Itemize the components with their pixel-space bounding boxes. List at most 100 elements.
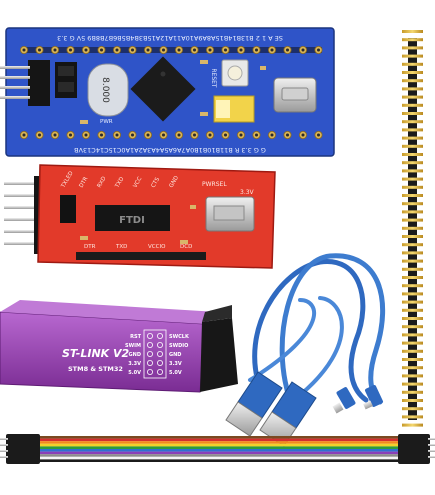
- st-link-pin-label: 3.3V: [128, 361, 141, 367]
- header-pin: [402, 325, 423, 329]
- st-link-pin-label: SWCLK: [169, 334, 190, 340]
- header-pin: [402, 46, 423, 50]
- usb-cables: [248, 253, 386, 405]
- header-pin: [402, 226, 423, 230]
- ribbon-wire: [40, 454, 398, 457]
- header-pin: [402, 284, 423, 288]
- blue-pill-top-pins: [19, 46, 323, 55]
- header-pin: [402, 407, 423, 411]
- ftdi-pin: [4, 218, 40, 221]
- header-pin: [402, 243, 423, 247]
- header-pin: [402, 79, 423, 83]
- header-pin: [402, 112, 423, 115]
- header-pin: [402, 423, 423, 427]
- header-pin: [402, 87, 423, 91]
- ftdi-left-label: TXD: [114, 176, 125, 190]
- ribbon-wire: [40, 436, 398, 439]
- header-pin: [402, 399, 423, 402]
- blue-pill-swd-header: [0, 60, 50, 106]
- ftdi-chip: FTDI: [95, 205, 170, 231]
- ftdi-pwrsel-label: PWRSEL: [202, 181, 227, 188]
- header-pin: [402, 95, 423, 99]
- ftdi-left-label: VCC: [133, 176, 144, 189]
- crystal-oscillator: 8.000: [87, 63, 129, 117]
- header-pin: [402, 194, 423, 197]
- st-link-pin: [156, 341, 163, 348]
- st-link-title: ST-LINK V2: [62, 347, 130, 360]
- header-pin: [402, 382, 423, 386]
- header-pin: [402, 54, 423, 58]
- header-pin: [402, 276, 423, 279]
- blue-pill-top-silkscreen: SE A 1 2 B13B14B15A8A9A10A11A12A15B3B4B5…: [57, 34, 283, 42]
- ftdi-pin: [4, 230, 40, 233]
- ftdi-pin: [4, 206, 40, 209]
- header-pin: [402, 30, 423, 33]
- header-pin: [402, 103, 423, 107]
- st-link-pin: [146, 359, 153, 366]
- power-led-block: PWR: [100, 95, 255, 125]
- st-link-pin: [156, 350, 163, 357]
- ftdi-bottom-label: VCCIO: [148, 244, 166, 250]
- blue-pill-bottom-pins: [19, 130, 323, 139]
- ftdi-bottom-label: TXD: [115, 244, 127, 250]
- st-link-pin-label: SWIM: [125, 343, 141, 349]
- ftdi-pin: [4, 182, 40, 185]
- ftdi-pin: [4, 242, 40, 245]
- header-pin: [402, 144, 423, 148]
- header-pin: [402, 308, 423, 312]
- header-pin: [402, 169, 423, 173]
- ribbon-wire: [40, 459, 398, 462]
- blue-pill-board: SE A 1 2 B13B14B15A8A9A10A11A12A15B3B4B5…: [0, 27, 335, 157]
- ftdi-chip-label: FTDI: [119, 215, 145, 226]
- ftdi-left-label: GND: [169, 175, 181, 189]
- ribbon-wire: [40, 446, 398, 449]
- header-pin: [402, 358, 423, 361]
- header-pin: [402, 415, 423, 419]
- ribbon-wire: [40, 438, 398, 442]
- header-pin: [402, 62, 423, 66]
- ftdi-left-label: DTR: [79, 176, 90, 189]
- st-link-pin: [146, 341, 153, 348]
- st-link-pin-label: RST: [130, 334, 141, 340]
- ftdi-bottom-label: DTR: [84, 244, 96, 250]
- ftdi-pin: [4, 194, 40, 197]
- ftdi-left-label: RXD: [97, 176, 108, 189]
- reset-label: RESET: [210, 68, 217, 88]
- long-pin-header: [402, 30, 423, 427]
- st-link-v2-dongle: ST-LINK V2 STM8 & STM32 RST SWIM GND 3.3V 5.…: [0, 300, 238, 393]
- blue-pill-top-header: [22, 47, 322, 53]
- ftdi-left-pins: [4, 182, 40, 245]
- st-link-pin-label: GND: [169, 352, 181, 358]
- header-pin: [402, 300, 423, 304]
- micro-usb-plug-2: [363, 385, 384, 410]
- st-link-pin: [146, 332, 153, 339]
- header-pin: [402, 120, 423, 124]
- header-pin: [402, 202, 423, 206]
- header-pin: [402, 341, 423, 345]
- mini-usb-plug-1: [332, 387, 356, 414]
- dupont-jumper-ribbon: [0, 434, 435, 464]
- st-link-pin-label: 5.0V: [169, 370, 182, 376]
- pwr-label: PWR: [100, 119, 113, 125]
- st-link-pin: [156, 359, 163, 366]
- header-pin: [402, 333, 423, 337]
- header-pin: [402, 317, 423, 320]
- header-pin: [402, 210, 423, 214]
- st-link-subtitle: STM8 & STM32: [68, 365, 123, 373]
- reset-button: RESET: [210, 59, 249, 88]
- header-pin: [402, 185, 423, 189]
- micro-usb-port: [273, 77, 317, 113]
- header-pin: [402, 349, 423, 353]
- blue-pill-bottom-silkscreen: G G 3.3 R B11B10B1B0A7A6A5A4A3A2A1A0C15C…: [74, 146, 266, 154]
- ftdi-bottom-label: DCD: [180, 244, 192, 250]
- header-pin: [402, 390, 423, 394]
- header-pin: [402, 366, 423, 370]
- st-link-pin: [156, 368, 163, 375]
- header-pin: [402, 71, 423, 74]
- header-pin: [402, 218, 423, 222]
- st-link-pin: [146, 368, 153, 375]
- ribbon-wire: [40, 443, 398, 447]
- st-link-pin-label: GND: [129, 352, 141, 358]
